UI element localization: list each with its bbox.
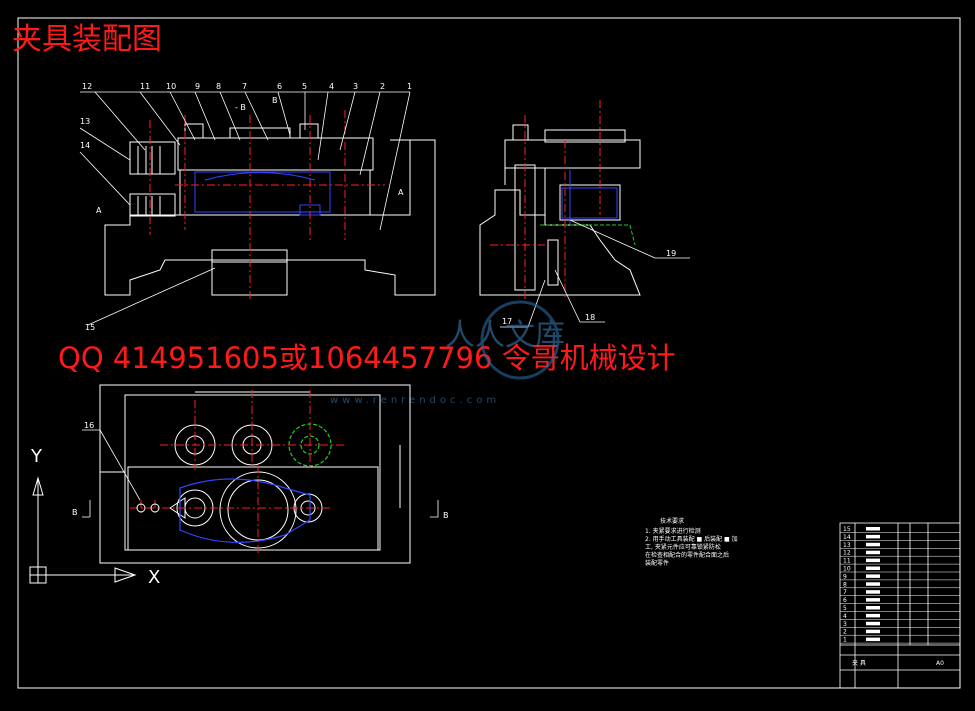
tech-req-line-3: 工, 夹紧元件应可靠锁紧防松 <box>645 543 721 551</box>
watermark-url: www.renrendoc.com <box>330 395 500 406</box>
section-mark-b-left: - B <box>235 103 246 112</box>
part-label-12: 12 <box>82 82 92 91</box>
title-block-row-number: 4 <box>843 613 847 620</box>
title-block-row-name-bar <box>866 637 880 642</box>
tech-requirements: 技术要求 1. 夹紧要求进行检测 2. 用手动工具装配 ■ 后装配 ■ 加 工,… <box>645 517 738 567</box>
part-label-14: 14 <box>80 141 90 150</box>
title-block-row-name-bar <box>866 566 880 570</box>
part-label-10: 10 <box>166 82 176 91</box>
side-view <box>479 124 641 296</box>
qq-banner: QQ 414951605或1064457796 令哥机械设计 <box>58 341 676 375</box>
top-view-labels: 16 B B <box>72 421 449 520</box>
part-label-4: 4 <box>329 82 334 91</box>
title-block-row-name-bar <box>866 550 880 555</box>
title-block-row-name-bar <box>866 629 880 634</box>
title-block-row-number: 13 <box>843 542 851 549</box>
part-label-8: 8 <box>216 82 221 91</box>
drawing-border <box>17 17 961 689</box>
front-view-hidden-lines <box>194 171 331 216</box>
title-block-row-number: 1 <box>843 637 847 644</box>
title-block-row-number: 10 <box>843 566 851 573</box>
side-view-leaders <box>500 219 690 328</box>
top-view-leaders <box>82 429 439 518</box>
title-block-row-name-bar <box>866 598 880 602</box>
tech-req-line-1: 1. 夹紧要求进行检测 <box>645 527 701 535</box>
tech-req-line-5: 装配零件 <box>645 559 669 567</box>
title-block-row-name-bar <box>866 527 880 531</box>
part-label-19: 19 <box>666 249 676 258</box>
section-mark-a-right: A <box>398 188 404 197</box>
part-label-11: 11 <box>140 82 150 91</box>
part-label-7: 7 <box>242 82 247 91</box>
drawing-title: 夹具装配图 <box>12 22 162 57</box>
title-block-row-number: 2 <box>843 629 847 636</box>
y-axis-label: Y <box>30 446 43 467</box>
part-label-16: 16 <box>84 421 94 430</box>
front-view-part-labels: 12 11 10 9 8 7 6 5 4 3 2 1 13 14 15 A A … <box>80 82 412 332</box>
front-view-leaders <box>79 91 411 326</box>
title-block-row-name-bar <box>866 613 880 618</box>
section-mark-b-top-left: B <box>72 508 78 517</box>
section-mark-b-top: B <box>272 96 278 105</box>
title-block-row-number: 14 <box>843 534 851 541</box>
watermark: 人人文库 www.renrendoc.com <box>330 300 565 406</box>
section-mark-b-top-right: B <box>443 511 449 520</box>
top-view-hidden-lines <box>179 478 311 543</box>
top-view-center-lines <box>130 390 345 555</box>
title-block-row-name-bar <box>866 574 880 578</box>
part-label-9: 9 <box>195 82 200 91</box>
title-block-row-number: 8 <box>843 581 847 588</box>
title-block-row-name-bar <box>866 534 880 539</box>
title-block <box>839 522 961 689</box>
part-label-13: 13 <box>80 117 90 126</box>
title-block-row-number: 7 <box>843 589 847 596</box>
title-block-row-name-bar <box>866 606 880 610</box>
title-block-row-name-bar <box>866 621 880 626</box>
tech-req-line-2: 2. 用手动工具装配 ■ 后装配 ■ 加 <box>645 535 738 543</box>
part-label-1: 1 <box>407 82 412 91</box>
part-label-5: 5 <box>302 82 307 91</box>
side-view-hidden-lines <box>561 170 618 225</box>
title-block-row-name-bar <box>866 558 880 563</box>
top-view-small-holes <box>136 503 160 513</box>
side-view-center-lines <box>490 100 601 300</box>
title-block-name: 夹 具 <box>852 659 866 667</box>
title-block-row-number: 11 <box>843 558 851 565</box>
title-block-row-number: 9 <box>843 573 847 580</box>
part-label-18: 18 <box>585 313 595 322</box>
side-view-labels: 19 17 18 <box>502 249 676 326</box>
watermark-logo-text: 人人文库 <box>445 318 565 353</box>
title-block-row-number: 3 <box>843 621 847 628</box>
tech-req-heading: 技术要求 <box>660 517 684 525</box>
part-label-2: 2 <box>380 82 385 91</box>
part-label-15: 15 <box>85 323 95 332</box>
title-block-row-number: 15 <box>843 526 851 533</box>
x-axis-label: X <box>148 567 160 588</box>
title-block-row-number: 6 <box>843 597 847 604</box>
section-mark-a-left: A <box>96 206 102 215</box>
top-view <box>99 384 411 564</box>
title-block-row-number: 5 <box>843 605 847 612</box>
title-block-row-name-bar <box>866 582 880 586</box>
part-label-6: 6 <box>277 82 282 91</box>
title-block-row-name-bar <box>866 590 880 594</box>
ucs-axis-icon <box>29 476 137 584</box>
part-label-17: 17 <box>502 317 512 326</box>
side-view-green-lines <box>540 224 636 246</box>
front-view <box>104 123 436 296</box>
title-block-size: A0 <box>936 660 944 667</box>
title-block-row-name-bar <box>866 542 880 547</box>
tech-req-line-4: 在检查相配合的零件配合面之后 <box>645 551 729 559</box>
title-block-row-number: 12 <box>843 550 851 557</box>
part-label-3: 3 <box>353 82 358 91</box>
